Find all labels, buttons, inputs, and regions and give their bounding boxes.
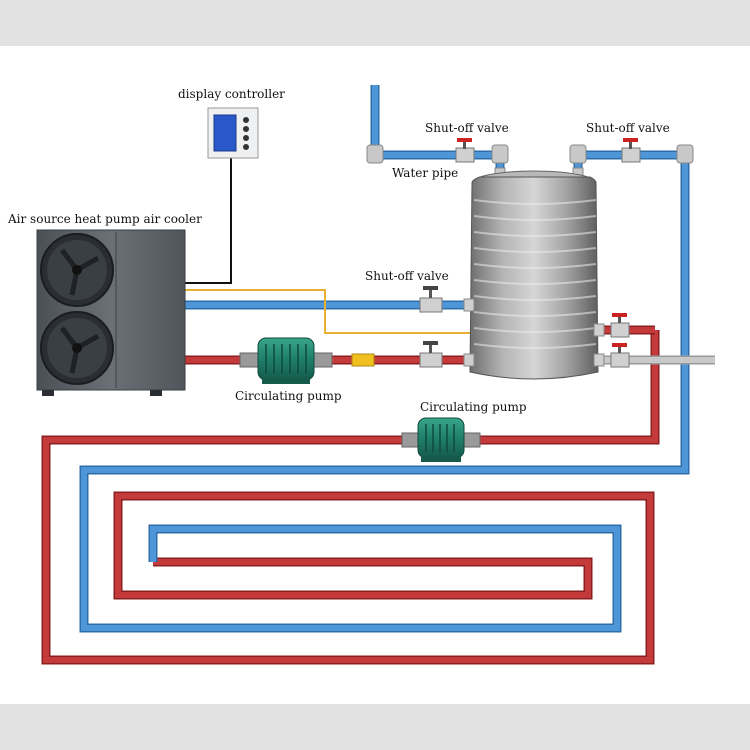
label-water-pipe: Water pipe xyxy=(392,166,458,180)
shutoff-valve-mid[interactable] xyxy=(419,286,443,313)
shutoff-valve-top-right[interactable] xyxy=(621,138,641,163)
label-circulating-pump-1: Circulating pump xyxy=(235,389,342,403)
air-source-heat-pump-unit xyxy=(36,229,186,396)
shutoff-valve-top-left[interactable] xyxy=(455,138,475,163)
label-heat-pump: Air source heat pump air cooler xyxy=(7,212,202,226)
shutoff-valve-tank-right-lower[interactable] xyxy=(610,343,630,368)
control-wire xyxy=(185,158,232,284)
sensor-wire xyxy=(185,289,478,334)
cold-loop xyxy=(81,170,688,631)
circulating-pump-1[interactable] xyxy=(239,337,333,384)
controller-screen xyxy=(213,114,237,152)
label-shutoff-valve-top-right: Shut-off valve xyxy=(586,121,670,135)
label-display-controller: display controller xyxy=(178,87,285,101)
display-controller[interactable] xyxy=(207,107,259,159)
floor-heating-loop xyxy=(41,170,690,665)
bottom-band xyxy=(0,704,750,750)
label-circulating-pump-2: Circulating pump xyxy=(420,400,527,414)
hot-loop xyxy=(43,330,658,663)
label-shutoff-valve-top-left: Shut-off valve xyxy=(425,121,509,135)
circulating-pump-2[interactable] xyxy=(401,417,481,462)
top-band xyxy=(0,0,750,46)
label-shutoff-valve-mid: Shut-off valve xyxy=(365,269,449,283)
water-tank xyxy=(463,170,605,380)
shutoff-valve-tank-right-upper[interactable] xyxy=(610,313,630,338)
shutoff-valve-hot-line[interactable] xyxy=(419,341,443,368)
pipe-coupling xyxy=(351,353,375,367)
